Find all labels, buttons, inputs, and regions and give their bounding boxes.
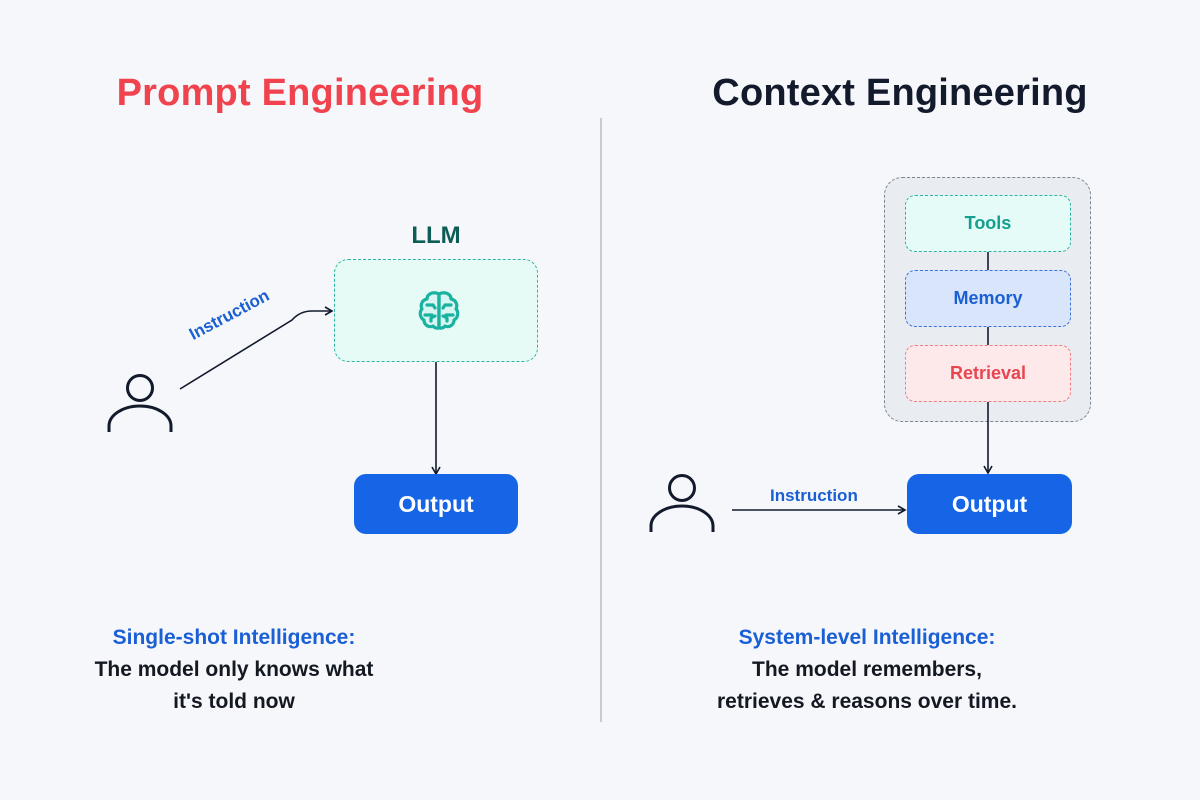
prompt-engineering-connectors [107, 306, 441, 476]
context-engineering-panel: Context Engineering Tools Memory Retriev… [600, 0, 1200, 800]
caption-line-1: The model only knows what [94, 658, 374, 681]
memory-box: Memory [905, 270, 1071, 327]
prompt-engineering-panel: Prompt Engineering Instruction LLM [0, 72, 538, 718]
llm-label: LLM [411, 222, 461, 249]
caption-heading: Single-shot Intelligence: [112, 626, 356, 649]
output-button[interactable]: Output [354, 474, 518, 534]
output-button[interactable]: Output [907, 474, 1072, 534]
llm-box [334, 259, 538, 362]
tools-box: Tools [905, 195, 1071, 252]
panel-divider [600, 118, 602, 722]
retrieval-box: Retrieval [905, 345, 1071, 402]
caption-heading: System-level Intelligence: [738, 626, 996, 649]
user-icon [107, 374, 173, 432]
instruction-arrow [179, 306, 334, 390]
context-engineering-title: Context Engineering [712, 72, 1088, 114]
context-engineering-caption: System-level Intelligence: The model rem… [567, 622, 1167, 718]
prompt-engineering-caption: Single-shot Intelligence: The model only… [0, 622, 534, 718]
instruction-label: Instruction [770, 486, 858, 505]
context-engineering-connectors [649, 252, 993, 532]
brain-icon [418, 291, 460, 330]
caption-line-2: retrieves & reasons over time. [717, 690, 1017, 713]
prompt-engineering-title: Prompt Engineering [116, 72, 484, 114]
user-icon [649, 474, 715, 532]
caption-line-1: The model remembers, [752, 658, 982, 681]
caption-line-2: it's told now [173, 690, 295, 713]
